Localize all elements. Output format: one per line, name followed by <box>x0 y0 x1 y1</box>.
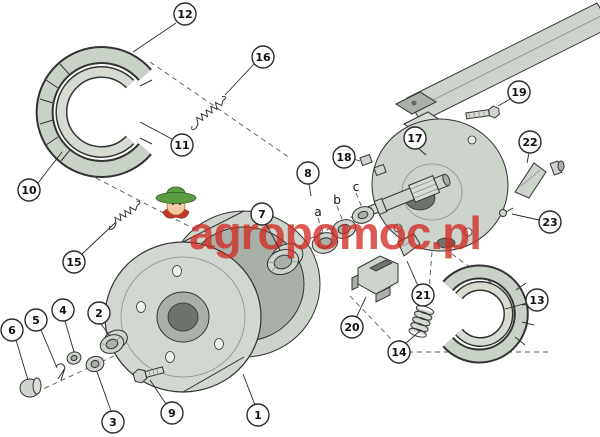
callout-20: 20 <box>340 315 364 339</box>
mounting-nuts <box>359 153 387 177</box>
hub-bolt <box>132 366 165 384</box>
dust-cap <box>19 377 42 398</box>
callout-13: 13 <box>525 288 549 312</box>
svg-text:23: 23 <box>542 216 557 229</box>
callout-17: 17 <box>403 126 427 150</box>
callout-19: 19 <box>507 80 531 104</box>
wheel-bolt-hole <box>165 351 175 363</box>
adjuster-slot <box>436 237 456 249</box>
mascot-logo <box>155 186 197 219</box>
svg-text:4: 4 <box>59 304 67 317</box>
seal-rings <box>311 206 375 254</box>
callout-9: 9 <box>160 401 184 425</box>
mascot-hat-brim <box>155 192 197 204</box>
hub-bore <box>167 302 199 332</box>
svg-text:16: 16 <box>255 51 271 64</box>
hex-bolt <box>465 105 500 120</box>
wheel-bolt-hole <box>136 301 146 313</box>
svg-text:3: 3 <box>109 416 117 429</box>
svg-text:13: 13 <box>529 294 544 307</box>
svg-text:1: 1 <box>254 409 262 422</box>
leader-lines <box>15 22 540 412</box>
svg-text:9: 9 <box>168 407 176 420</box>
adjuster-cone <box>514 160 565 199</box>
svg-text:19: 19 <box>511 86 526 99</box>
wheel-bolt-hole <box>172 265 182 277</box>
axle-beam <box>406 2 600 123</box>
expander-wedge <box>397 233 421 257</box>
callout-7: 7 <box>250 202 274 226</box>
callout-8: 8 <box>296 161 320 185</box>
cotter-pin <box>55 363 66 381</box>
brake-drum <box>104 210 321 393</box>
callout-14: 14 <box>387 340 411 364</box>
callout-6: 6 <box>0 318 24 342</box>
svg-text:21: 21 <box>415 289 430 302</box>
tension-spring-lower <box>109 200 141 231</box>
callout-22: 22 <box>518 130 542 154</box>
adjuster-spring <box>408 305 435 338</box>
clamp-hole <box>411 100 417 106</box>
svg-text:8: 8 <box>304 167 312 180</box>
svg-text:18: 18 <box>336 151 351 164</box>
bearing-inner <box>99 329 128 354</box>
svg-text:5: 5 <box>32 314 40 327</box>
callout-5: 5 <box>24 308 48 332</box>
callout-21: 21 <box>411 283 435 307</box>
wheel-bolt-hole <box>214 338 224 350</box>
label-b: b <box>333 193 341 207</box>
callout-1: 1 <box>246 403 270 427</box>
brake-shoe-assembly <box>35 46 153 178</box>
grub-screw <box>499 207 514 217</box>
tension-spring-upper <box>191 95 226 131</box>
svg-text:7: 7 <box>258 208 266 221</box>
svg-text:22: 22 <box>522 136 537 149</box>
watermark-text: agropomoc.pl <box>189 207 481 259</box>
callout-4: 4 <box>51 298 75 322</box>
svg-text:2: 2 <box>95 307 103 320</box>
callout-15: 15 <box>62 250 86 274</box>
svg-text:11: 11 <box>174 139 189 152</box>
callout-3: 3 <box>101 410 125 434</box>
label-a: a <box>314 205 321 219</box>
svg-text:14: 14 <box>391 346 407 359</box>
callout-23: 23 <box>538 210 562 234</box>
expander-housing <box>351 255 399 303</box>
callout-2: 2 <box>87 301 111 325</box>
label-c: c <box>353 180 360 194</box>
castle-nut <box>66 351 82 365</box>
callout-11: 11 <box>170 133 194 157</box>
svg-text:20: 20 <box>344 321 360 334</box>
brake-shoe-right <box>442 264 535 364</box>
svg-text:12: 12 <box>177 8 192 21</box>
svg-text:17: 17 <box>407 132 422 145</box>
callout-18: 18 <box>332 145 356 169</box>
flat-washer <box>85 355 105 373</box>
svg-text:15: 15 <box>66 256 81 269</box>
callout-10: 10 <box>17 178 41 202</box>
callout-12: 12 <box>173 2 197 26</box>
callout-16: 16 <box>251 45 275 69</box>
svg-text:10: 10 <box>21 184 37 197</box>
svg-text:6: 6 <box>8 324 16 337</box>
